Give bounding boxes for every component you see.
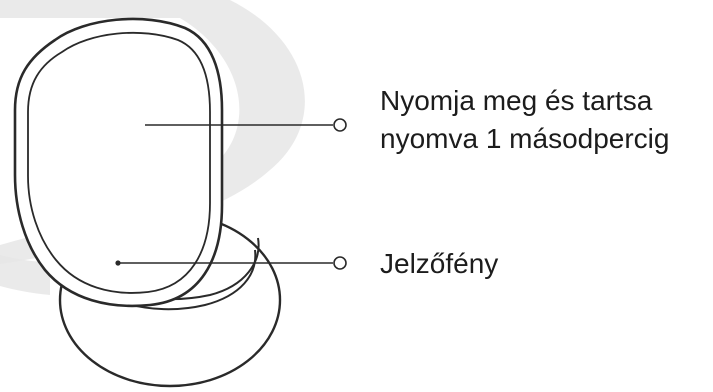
callout-indicator (115, 256, 347, 270)
background-swoosh (0, 0, 305, 264)
callout-touch-area (145, 118, 347, 132)
touch-area-label-line2: nyomva 1 másodpercig (380, 123, 670, 154)
indicator-label: Jelzőfény (380, 248, 499, 279)
touch-area-label-line1: Nyomja meg és tartsa (380, 85, 653, 116)
touch-area-label: Nyomja meg és tartsa nyomva 1 másodperci… (380, 82, 669, 158)
earbud-body (13, 17, 224, 308)
background-swoosh-lower (0, 255, 50, 295)
